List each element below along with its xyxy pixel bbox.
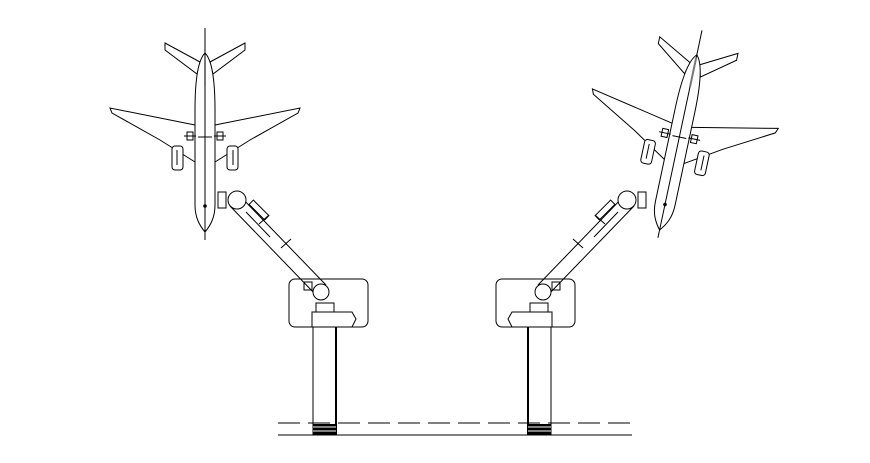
jet-bridge-right (495, 190, 647, 436)
jet-bridge-left (217, 190, 369, 436)
aircraft-right (564, 10, 796, 259)
aircraft-left (109, 27, 301, 241)
